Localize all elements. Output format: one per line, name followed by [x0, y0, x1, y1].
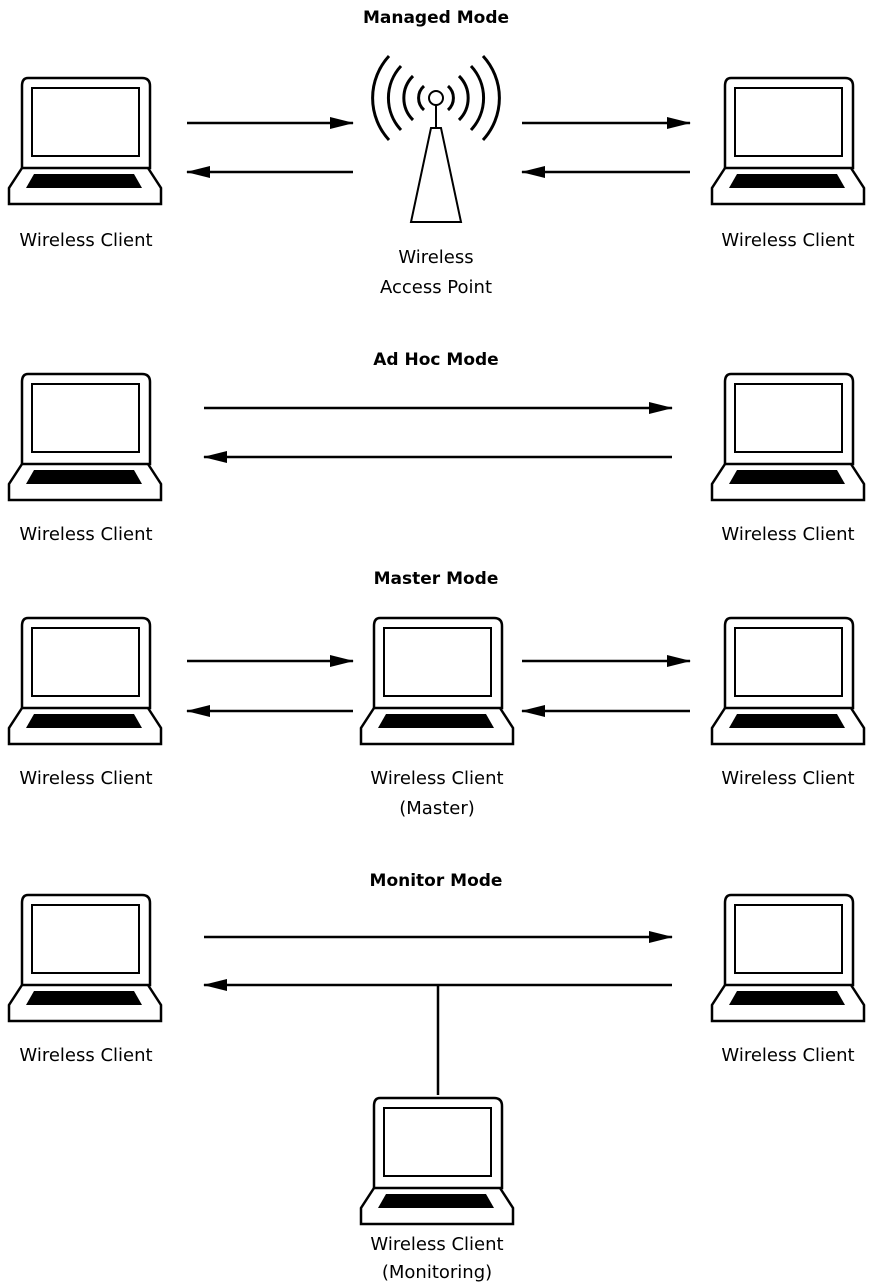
section-title: Master Mode: [374, 569, 499, 589]
adhoc-mode-section: Ad Hoc Mode Wireless Client Wireless Cli…: [7, 350, 866, 545]
laptop-icon: [7, 893, 163, 1023]
master-mode-section: Master Mode Wireless Client Wireless Cli…: [7, 569, 866, 819]
access-point-label: Access Point: [380, 277, 492, 298]
managed-mode-section: Managed Mode Wireless Client Wireless Ac…: [7, 8, 866, 298]
client-label: Wireless Client: [370, 1234, 503, 1255]
laptop-icon: [710, 893, 866, 1023]
client-label: Wireless Client: [19, 1045, 152, 1066]
client-label: Wireless Client: [721, 230, 854, 251]
client-label: Wireless Client: [19, 768, 152, 789]
laptop-icon: [359, 616, 515, 746]
laptop-icon: [710, 372, 866, 502]
client-label: Wireless Client: [370, 768, 503, 789]
laptop-icon: [710, 76, 866, 206]
section-title: Managed Mode: [363, 8, 509, 28]
section-title: Monitor Mode: [370, 871, 503, 891]
client-label: Wireless Client: [19, 524, 152, 545]
laptop-icon: [7, 372, 163, 502]
antenna-tower-icon: [371, 54, 501, 223]
laptop-icon: [359, 1096, 515, 1226]
role-label: (Monitoring): [382, 1262, 492, 1283]
laptop-icon: [710, 616, 866, 746]
monitor-mode-section: Monitor Mode Wireless Client Wireless Cl…: [7, 871, 866, 1283]
role-label: (Master): [399, 798, 475, 819]
client-label: Wireless Client: [721, 768, 854, 789]
laptop-icon: [7, 76, 163, 206]
access-point-label: Wireless: [398, 247, 473, 268]
section-title: Ad Hoc Mode: [373, 350, 498, 370]
client-label: Wireless Client: [721, 1045, 854, 1066]
laptop-icon: [7, 616, 163, 746]
client-label: Wireless Client: [19, 230, 152, 251]
client-label: Wireless Client: [721, 524, 854, 545]
